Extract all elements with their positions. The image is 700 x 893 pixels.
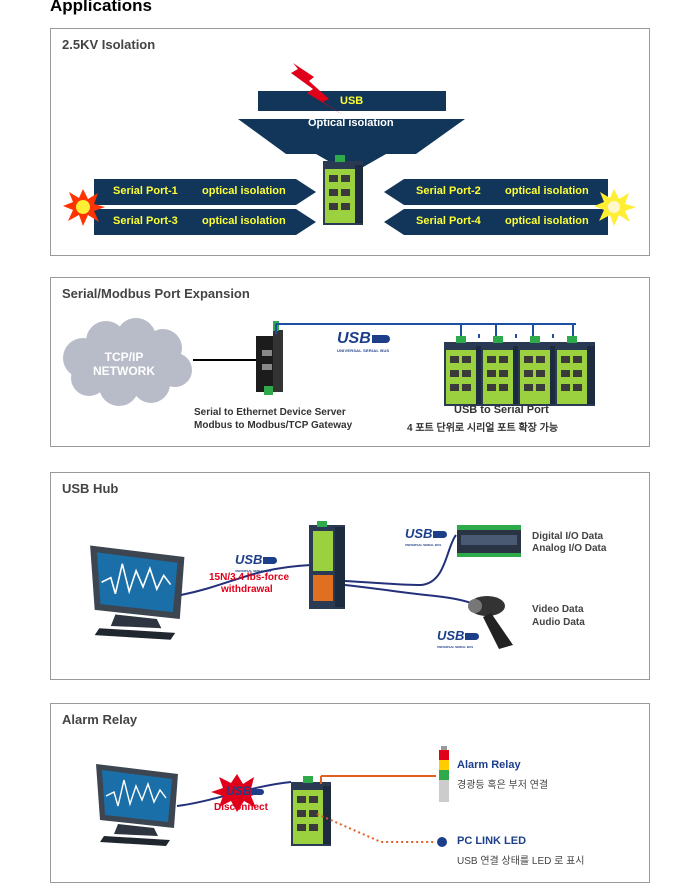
lightning-bolt (291, 63, 343, 115)
device-server (256, 321, 283, 395)
hub-diagram (89, 521, 521, 649)
io-module (457, 525, 521, 557)
pc-monitor (89, 544, 186, 641)
led-dot (437, 837, 447, 847)
tower-lamp (439, 746, 449, 802)
relay-desc: 경광등 혹은 부저 연결 (457, 780, 549, 791)
isolation-title: 2.5KV Isolation (62, 37, 156, 52)
usb-logo-expansion: USB UNIVERSAL SERIAL BUS (337, 330, 390, 353)
right-arrow-1 (384, 179, 608, 205)
iso-right-1: optical isolation (505, 185, 589, 197)
server-line-2: Modbus to Modbus/TCP Gateway (194, 420, 353, 431)
usb-logo-alarm: USB (226, 782, 265, 800)
video-line-2: Audio Data (532, 617, 585, 628)
force-line-1: 15N/3.4 lbs-force (209, 572, 290, 583)
led-desc: USB 연결 상태를 LED 로 표시 (457, 856, 585, 867)
force-line-2: withdrawal (221, 584, 273, 595)
server-line-1: Serial to Ethernet Device Server (194, 407, 346, 418)
disconnect-burst (211, 774, 263, 812)
usb-serial-device (323, 155, 363, 225)
alarm-pc-monitor (95, 763, 179, 847)
io-line-1: Digital I/O Data (532, 531, 604, 542)
usb-serial-title: USB to Serial Port (454, 404, 549, 416)
io-line-2: Analog I/O Data (532, 543, 607, 554)
iso-right-2: optical isolation (505, 215, 589, 227)
usb-plug-icon (371, 335, 390, 343)
expansion-diagram (63, 318, 595, 406)
optical-isolation-top: Optical isolation (308, 117, 394, 129)
expansion-title: Serial/Modbus Port Expansion (62, 286, 250, 301)
webcam (468, 596, 513, 649)
alarm-diagram (95, 746, 449, 847)
usb-label: USB (340, 95, 364, 107)
page-title: Applications (50, 0, 153, 15)
alarm-panel: Alarm Relay USB Disconnect Alarm Relay 경… (50, 703, 650, 883)
expansion-panel: Serial/Modbus Port Expansion (50, 277, 650, 447)
optical-arrow (238, 119, 465, 174)
usb-hub-device (309, 521, 345, 609)
isolation-diagram (63, 63, 636, 235)
cloud-label: TCP/IP NETWORK (93, 350, 155, 378)
expansion-device-1 (444, 336, 484, 406)
usb-logo-hub-left: USB UNIVERSAL SERIAL BUS (235, 551, 278, 573)
serial-port-1: Serial Port-1 (113, 185, 178, 197)
iso-left-1: optical isolation (202, 185, 286, 197)
relay-title: Alarm Relay (457, 759, 521, 771)
led-title: PC LINK LED (457, 835, 527, 847)
usb-logo-hub-video: USB UNIVERSAL SERIAL BUS (437, 627, 480, 649)
left-arrow-2 (94, 209, 316, 235)
serial-port-4: Serial Port-4 (416, 215, 481, 227)
usb-logo-hub-io: USB UNIVERSAL SERIAL BUS (405, 525, 448, 547)
left-arrow-1 (94, 179, 316, 205)
isolation-panel: 2.5KV Isolation USB Optical isolation Se… (50, 28, 650, 256)
disconnect-label: Disconnect (214, 802, 268, 813)
alarm-title: Alarm Relay (62, 712, 138, 727)
usb-serial-desc: 4 포트 단위로 시리얼 포트 확장 가능 (407, 423, 559, 434)
tcpip-cloud (63, 318, 192, 406)
alarm-device (291, 776, 331, 846)
expansion-device-4 (555, 336, 595, 406)
expansion-device-3 (518, 336, 558, 406)
serial-port-2: Serial Port-2 (416, 185, 481, 197)
hub-panel: USB Hub USB UNIVERSAL SE (50, 472, 650, 680)
hub-title: USB Hub (62, 481, 119, 496)
right-arrow-2 (384, 209, 608, 235)
iso-left-2: optical isolation (202, 215, 286, 227)
video-line-1: Video Data (532, 604, 584, 615)
serial-port-3: Serial Port-3 (113, 215, 178, 227)
expansion-device-2 (481, 336, 521, 406)
usb-band (258, 91, 446, 111)
